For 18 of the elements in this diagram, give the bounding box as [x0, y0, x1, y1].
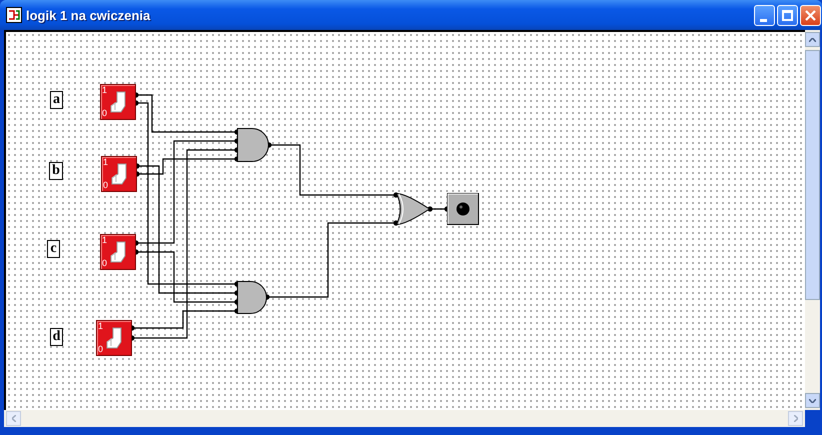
switch-state-label: 0	[98, 345, 104, 354]
toggle-switch	[96, 320, 132, 356]
switch-state-label: 0	[103, 181, 108, 190]
switch-state-label: 0	[102, 259, 108, 268]
toggle-switch	[100, 234, 136, 270]
switch-state-label: 1	[102, 86, 108, 95]
switch-state-label: 0	[102, 109, 108, 118]
switch-state-label: 1	[98, 322, 104, 331]
wire	[264, 220, 399, 300]
name-tag: a	[50, 91, 63, 109]
switch-state-label: 1	[102, 236, 108, 245]
toggle-switch	[100, 84, 136, 120]
name-tag: b	[49, 162, 63, 180]
switch-state-label: 1	[103, 158, 108, 167]
name-tag: c	[47, 240, 60, 258]
name-tag: d	[50, 328, 63, 346]
toggle-switch	[101, 156, 137, 192]
window-title: logik 1 na cwiczenia	[26, 7, 150, 25]
